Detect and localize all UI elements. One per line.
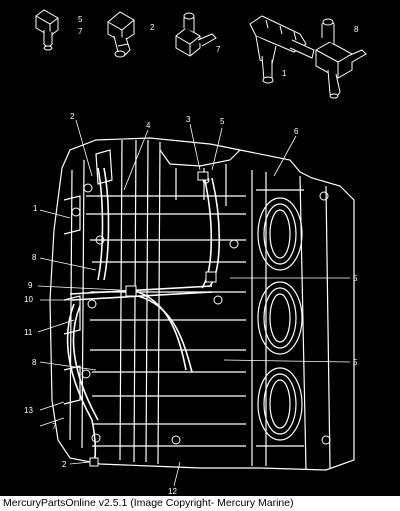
block-fittings [89,171,217,467]
callout-1-left: 1 [33,204,38,213]
callout-5-top: 5 [78,15,83,24]
fitting-tee [315,18,367,99]
callout-7-top: 7 [78,27,83,36]
fitting-elbow-barbed [107,11,135,58]
callout-10-left: 10 [24,295,33,304]
callout-5-block: 5 [220,117,225,126]
callout-5-right-upper: 5 [353,274,358,283]
callout-6-block: 6 [294,127,299,136]
callout-4-block: 4 [146,121,151,130]
parts-diagram: 5 7 2 7 1 8 2 4 3 5 6 1 8 9 10 5 11 8 5 … [24,9,367,496]
fitting-elbow-small [35,9,59,51]
callout-7-mid: 7 [216,45,221,54]
callout-9-left: 9 [28,281,33,290]
callout-2-bottom: 2 [62,460,67,469]
callout-13-left: 13 [24,406,33,415]
callout-8-top: 8 [354,25,359,34]
bolt-holes [71,176,331,445]
callouts: 5 7 2 7 1 8 2 4 3 5 6 1 8 9 10 5 11 8 5 … [24,15,359,496]
fitting-large-elbow [249,15,315,84]
callout-8-left-lower: 8 [32,358,37,367]
callout-5-right-lower: 5 [353,358,358,367]
callout-3-block: 3 [186,115,191,124]
leader-lines [37,119,351,487]
callout-2-top: 2 [150,23,155,32]
hose-routing [66,167,221,463]
callout-8-left: 8 [32,253,37,262]
fitting-straight-barbed [175,12,217,57]
callout-12-bottom: 12 [168,487,177,496]
callout-11-left: 11 [24,328,33,337]
cylinder-bores [256,189,304,447]
callout-2-block: 2 [70,112,75,121]
copyright-footer: MercuryPartsOnline v2.5.1 (Image Copyrig… [0,496,400,511]
callout-1-top: 1 [282,69,287,78]
callout-7-left: 7 [52,422,57,431]
